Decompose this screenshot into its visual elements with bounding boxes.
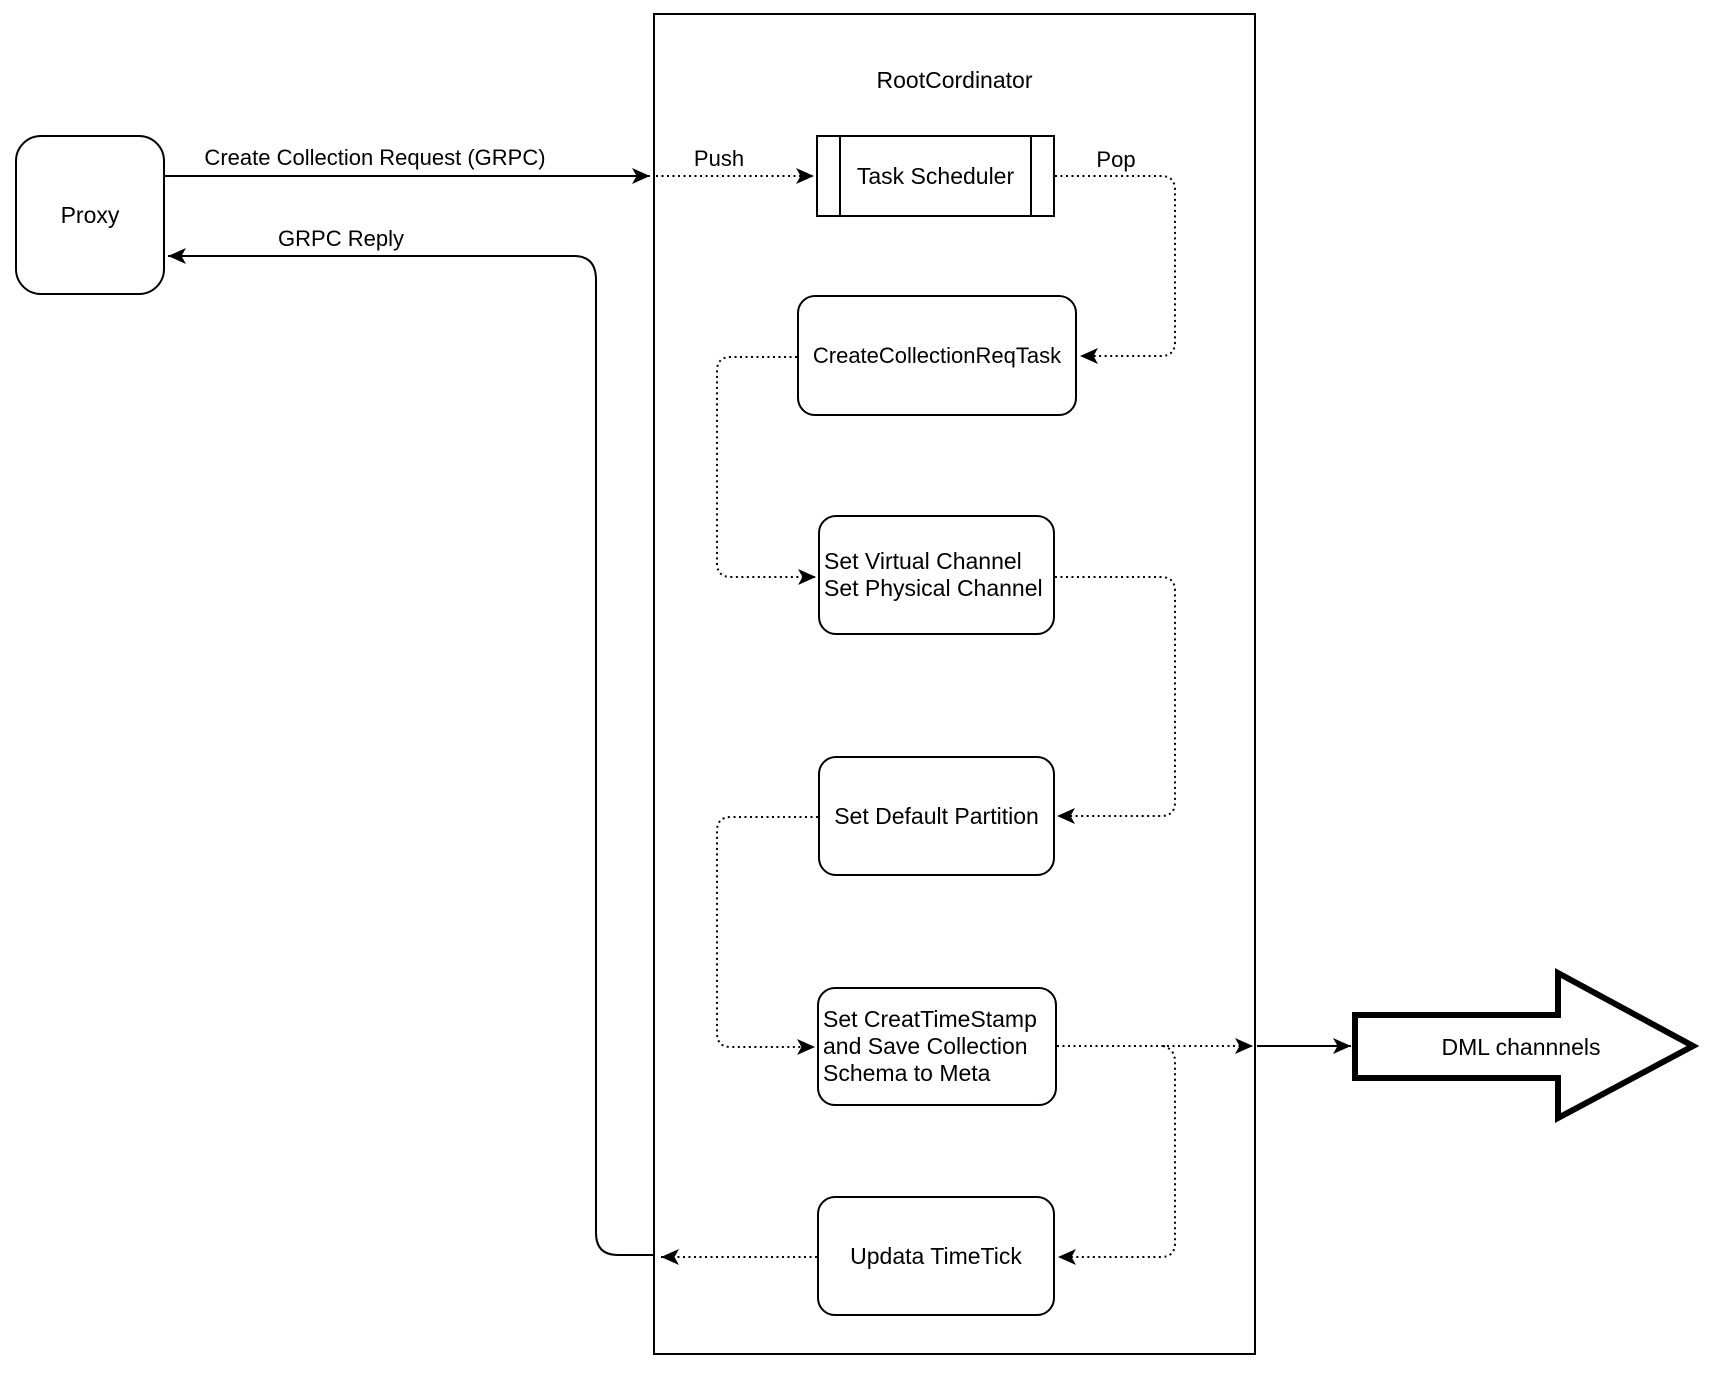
grpc-reply-label: GRPC Reply bbox=[278, 226, 404, 251]
push-label: Push bbox=[693, 146, 745, 171]
set-creat-timestamp-line-2: and Save Collection bbox=[823, 1033, 1028, 1059]
queue-bar-left bbox=[839, 137, 841, 215]
node-updata-timetick: Updata TimeTick bbox=[817, 1196, 1055, 1316]
edge-grpc-reply bbox=[168, 248, 653, 1256]
node-proxy: Proxy bbox=[15, 135, 165, 295]
rootcoordinator-container: RootCordinator bbox=[653, 13, 1256, 1355]
node-create-collection-req-task: CreateCollectionReqTask bbox=[797, 295, 1077, 416]
edge-pop bbox=[1055, 175, 1176, 364]
pop-label: Pop bbox=[1096, 147, 1136, 172]
node-set-channels: Set Virtual Channel Set Physical Channel bbox=[818, 515, 1055, 635]
node-set-default-partition: Set Default Partition bbox=[818, 756, 1055, 876]
node-set-creat-timestamp: Set CreatTimeStamp and Save Collection S… bbox=[817, 987, 1057, 1106]
queue-bar-right bbox=[1030, 137, 1032, 215]
task-scheduler-label: Task Scheduler bbox=[856, 162, 1015, 189]
updata-timetick-label: Updata TimeTick bbox=[850, 1242, 1022, 1269]
node-task-scheduler: Task Scheduler bbox=[816, 135, 1055, 217]
proxy-label: Proxy bbox=[60, 201, 120, 228]
set-default-partition-label: Set Default Partition bbox=[834, 802, 1039, 829]
rootcoordinator-title: RootCordinator bbox=[876, 67, 1033, 93]
create-collection-request-label: Create Collection Request (GRPC) bbox=[204, 145, 546, 170]
set-channels-line-1: Set Virtual Channel bbox=[824, 548, 1022, 574]
dml-channels-label: DML channnels bbox=[1441, 1034, 1601, 1060]
set-creat-timestamp-line-3: Schema to Meta bbox=[823, 1060, 991, 1086]
edge-setchannels-to-defaultpartition bbox=[1055, 576, 1176, 824]
edge-defaultpartition-to-timestamp bbox=[716, 816, 818, 1055]
create-collection-req-task-label: CreateCollectionReqTask bbox=[812, 343, 1062, 368]
dml-channels-arrow-shape bbox=[1352, 967, 1700, 1123]
edge-timestamp-to-updatetimetick bbox=[1058, 1045, 1176, 1265]
set-channels-line-2: Set Physical Channel bbox=[824, 575, 1043, 601]
edge-ccrt-to-setchannels bbox=[716, 356, 816, 585]
set-creat-timestamp-line-1: Set CreatTimeStamp bbox=[823, 1006, 1037, 1032]
